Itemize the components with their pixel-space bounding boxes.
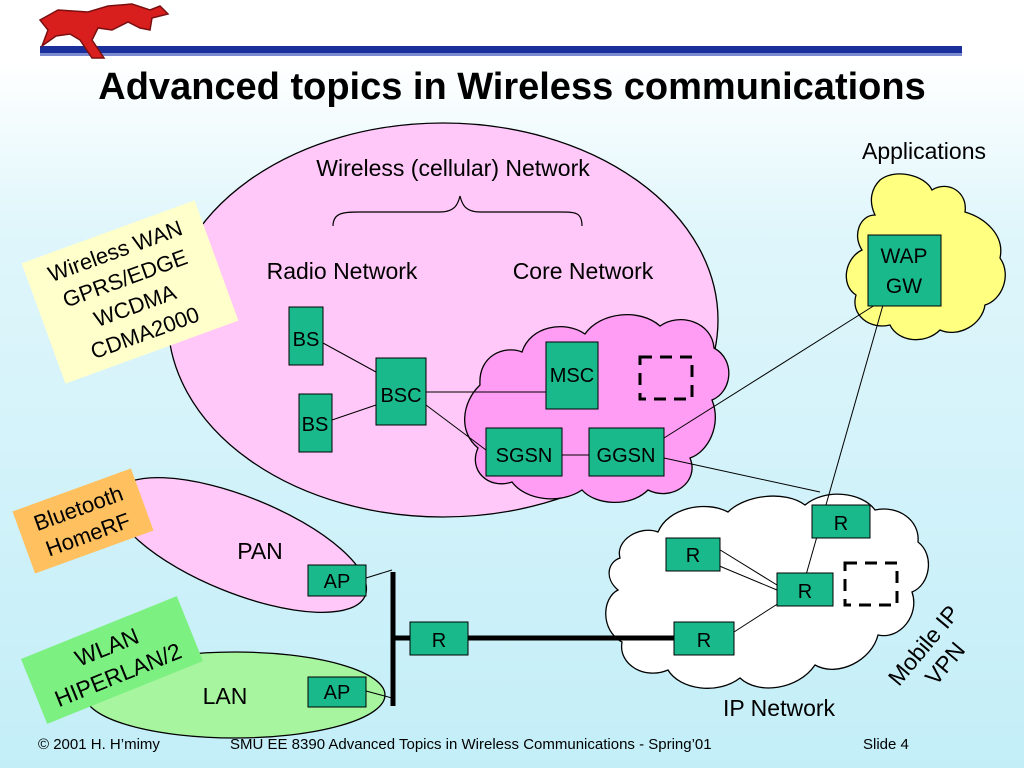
pan-label: PAN [237, 538, 283, 564]
node-label: R [432, 630, 446, 652]
node-ap-pan: AP [307, 564, 367, 597]
node-label: MSC [550, 365, 594, 387]
wap-gw-line2: GW [886, 275, 922, 298]
node-bs-bottom: BS [298, 393, 333, 453]
slide-title: Advanced topics in Wireless communicatio… [98, 66, 926, 108]
applications-label: Applications [862, 138, 986, 164]
wireless-network-label: Wireless (cellular) Network [316, 155, 590, 181]
note-wireless-wan: Wireless WAN GPRS/EDGE WCDMA CDMA2000 [21, 200, 239, 384]
node-r-ip-middle: R [776, 572, 834, 607]
footer-course: SMU EE 8390 Advanced Topics in Wireless … [230, 736, 712, 753]
node-r-bus: R [409, 621, 469, 656]
node-label: BS [293, 329, 320, 351]
ip-placeholder-box [843, 561, 899, 607]
node-sgsn: SGSN [485, 427, 563, 477]
node-bs-top: BS [288, 306, 324, 366]
network-brace [332, 195, 583, 227]
note-bluetooth: Bluetooth HomeRF [12, 468, 154, 574]
node-label: BS [302, 414, 329, 436]
wap-gw-line1: WAP [880, 245, 927, 268]
node-wap-gw: WAP GW [867, 234, 942, 307]
ip-network-cloud [605, 493, 930, 689]
lan-label: LAN [203, 683, 248, 709]
node-r-ip-right: R [673, 621, 735, 656]
node-label: R [686, 545, 700, 567]
footer-slide-number: Slide 4 [863, 736, 909, 753]
node-label: R [798, 581, 812, 603]
node-ap-lan: AP [307, 676, 367, 708]
node-label: SGSN [496, 445, 553, 467]
node-r-ip-top: R [811, 504, 871, 539]
node-label: AP [324, 571, 351, 593]
radio-network-label: Radio Network [267, 258, 418, 284]
ip-network-label: IP Network [723, 695, 836, 721]
node-ggsn: GGSN [588, 427, 665, 477]
mustang-logo-icon [38, 3, 170, 59]
node-label: R [697, 630, 711, 652]
core-network-label: Core Network [513, 258, 654, 284]
node-label: AP [324, 682, 351, 704]
node-msc: MSC [545, 341, 599, 410]
node-label: R [834, 513, 848, 535]
header-bar [40, 46, 962, 56]
footer-copyright: © 2001 H. H’mimy [38, 736, 160, 753]
node-label: BSC [380, 385, 421, 407]
node-label: GGSN [597, 445, 656, 467]
node-r-ip-left: R [665, 537, 721, 572]
core-placeholder-box [638, 355, 694, 401]
node-bsc: BSC [375, 357, 427, 426]
